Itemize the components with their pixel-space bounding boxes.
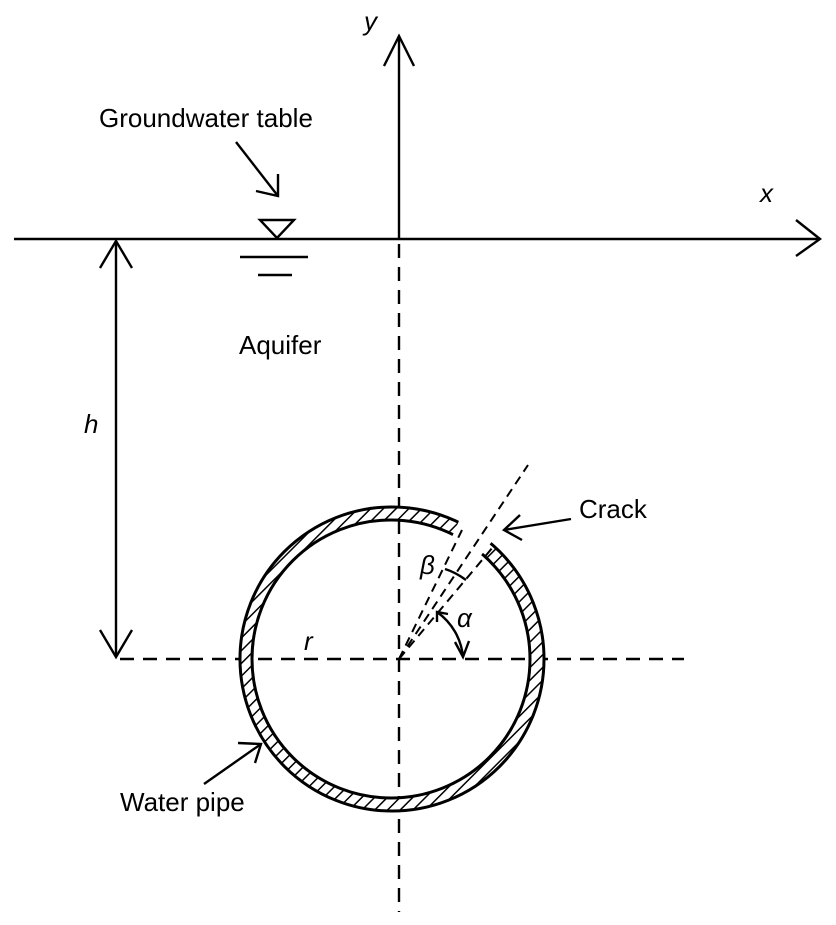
beta-angle: β bbox=[419, 550, 467, 581]
x-axis-arrowhead-icon bbox=[795, 219, 823, 257]
y-axis-label: y bbox=[362, 6, 379, 36]
crack-centerline bbox=[398, 464, 529, 660]
beta-arc bbox=[444, 567, 467, 581]
radius-label: r bbox=[304, 626, 314, 656]
crack-edge-left bbox=[398, 529, 463, 660]
crack-lines bbox=[398, 464, 529, 660]
depth-arrowhead-bottom-icon bbox=[98, 629, 134, 660]
depth-label: h bbox=[84, 409, 98, 439]
alpha-angle: α bbox=[435, 603, 473, 660]
alpha-arc bbox=[436, 611, 465, 658]
alpha-label: α bbox=[457, 603, 473, 633]
depth-dimension: h bbox=[84, 238, 134, 660]
x-axis-label: x bbox=[758, 178, 774, 208]
water-table-triangle-icon bbox=[257, 218, 297, 240]
crack-label: Crack bbox=[579, 494, 648, 524]
crack-edge-right bbox=[398, 546, 494, 660]
y-axis: y bbox=[362, 6, 416, 240]
depth-arrowhead-top-icon bbox=[98, 238, 134, 269]
water-table-symbol-icon bbox=[240, 218, 308, 277]
crack-pointer-arrow bbox=[501, 514, 572, 542]
water-pipe-pointer-arrow bbox=[203, 741, 263, 785]
beta-label: β bbox=[419, 550, 435, 580]
groundwater-table-pointer-arrow bbox=[235, 141, 280, 198]
y-axis-arrowhead-icon bbox=[382, 33, 416, 67]
groundwater-table-label: Groundwater table bbox=[99, 103, 313, 133]
x-axis: x bbox=[14, 178, 823, 257]
alpha-arrowhead-icon bbox=[453, 640, 471, 660]
alpha-arrowhead-start-icon bbox=[435, 610, 449, 622]
water-pipe-label: Water pipe bbox=[120, 787, 245, 817]
aquifer-label: Aquifer bbox=[239, 330, 322, 360]
